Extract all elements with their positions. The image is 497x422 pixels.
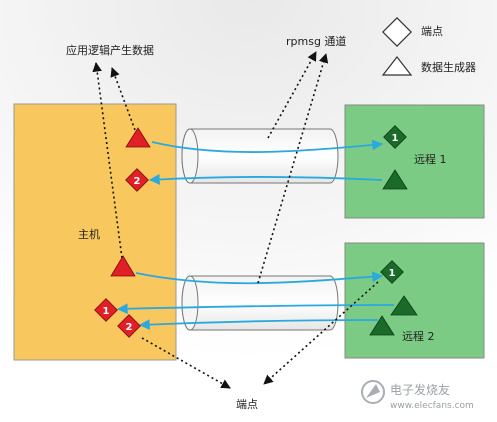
flow-host-to-remote1	[151, 139, 384, 153]
watermark-logo-icon	[361, 380, 385, 404]
remote2-label: 远程 2	[402, 330, 435, 343]
host-endpoint-mid-number: 1	[103, 306, 110, 317]
host-endpoint-diamond-bottom: 2	[117, 314, 141, 338]
host-generator-triangle-bottom	[110, 255, 136, 277]
dotted-gen-to-appdata-1	[110, 67, 136, 131]
remote2-generator-triangle-top	[390, 295, 418, 316]
legend: 端点 数据生成器	[381, 17, 476, 76]
flow-remote1-to-host	[148, 174, 383, 185]
remote2-block	[344, 242, 485, 359]
dotted-remote-ep-to-endpoint-label	[263, 281, 379, 385]
rpmsg-channel-label: rpmsg 通道	[286, 34, 346, 48]
remote1-generator-triangle	[382, 169, 408, 190]
legend-generator-icon	[381, 56, 413, 76]
host-endpoint-bottom-number: 2	[126, 322, 133, 333]
host-label: 主机	[78, 227, 100, 241]
dotted-ep-to-endpoint-label	[141, 337, 231, 389]
rpmsg-pipe-2	[181, 275, 339, 331]
watermark-cn: 电子发烧友	[390, 382, 450, 397]
host-generator-triangle-top	[125, 127, 151, 148]
host-endpoint-diamond-mid: 1	[94, 298, 118, 322]
remote1-endpoint-number: 1	[392, 133, 399, 144]
watermark: 电子发烧友 www.elecfans.com	[361, 380, 474, 411]
remote1-block	[344, 104, 485, 219]
remote2-endpoint-number: 1	[389, 268, 396, 279]
remote1-label: 远程 1	[414, 153, 447, 166]
legend-generator-label: 数据生成器	[421, 60, 476, 74]
flow-host-to-remote2	[135, 271, 384, 285]
flow-remote2-to-host-1	[116, 303, 395, 315]
legend-endpoint-label: 端点	[421, 25, 443, 38]
remote2-generator-triangle-bottom	[369, 315, 395, 336]
rpmsg-pipe-1	[181, 128, 339, 184]
legend-endpoint-icon	[382, 17, 412, 47]
flow-remote2-to-host-2	[138, 319, 379, 330]
app-data-label: 应用逻辑产生数据	[66, 43, 154, 57]
endpoint-bottom-label: 端点	[236, 398, 258, 411]
remote1-endpoint-diamond: 1	[383, 125, 407, 149]
remote2-endpoint-diamond: 1	[380, 260, 404, 284]
dotted-pipe1-to-channel-label	[267, 51, 317, 139]
watermark-en: www.elecfans.com	[390, 401, 474, 411]
host-endpoint-top-number: 2	[134, 176, 141, 187]
host-endpoint-diamond-top: 2	[125, 168, 149, 192]
